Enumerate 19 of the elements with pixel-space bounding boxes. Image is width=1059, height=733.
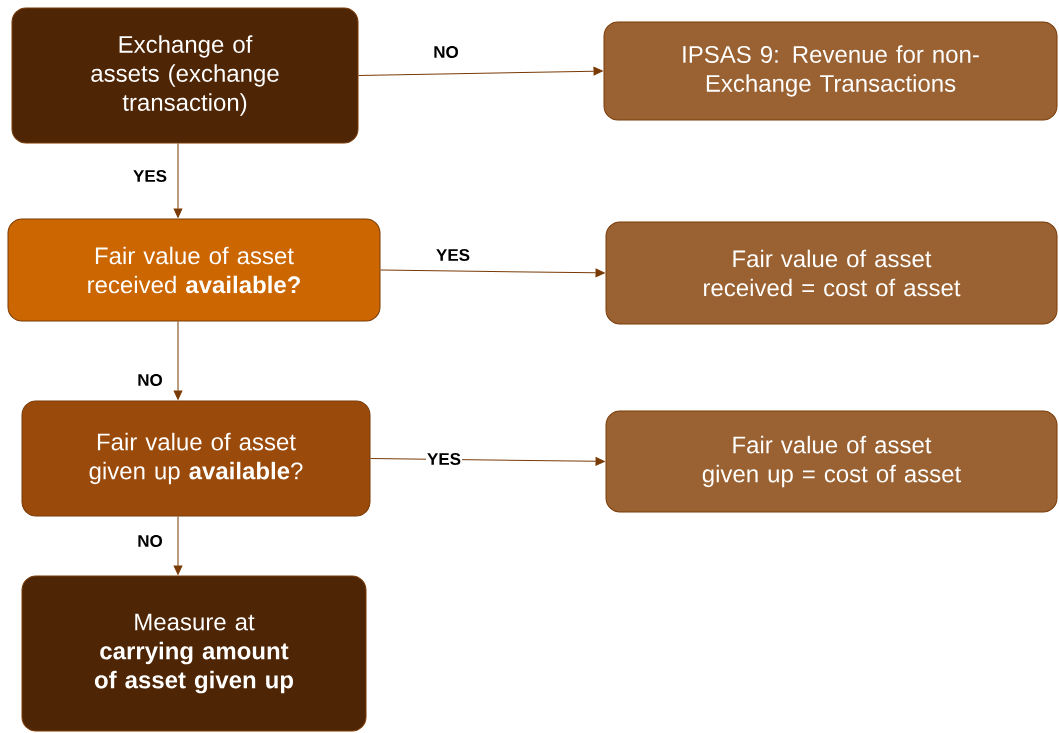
edge-label: YES	[435, 247, 471, 262]
edge-label: YES	[132, 169, 168, 183]
process-box: Fair value of asset received available?	[7, 218, 381, 322]
arrow	[173, 143, 183, 218]
process-box: Fair value of asset received = cost of asset	[605, 221, 1058, 325]
edge-label: NO	[432, 44, 460, 59]
process-box: Measure at carrying amount of asset given up	[21, 575, 367, 732]
arrow	[173, 516, 183, 575]
arrow	[358, 66, 603, 76]
process-box: Exchange of assets (exchange transaction)	[11, 7, 359, 144]
arrow	[370, 457, 605, 466]
process-box: IPSAS 9: Revenue for non-Exchange Transactions	[603, 21, 1058, 121]
process-box: Fair value of asset given up = cost of asset	[605, 410, 1058, 513]
process-box: Fair value of asset given up available?	[21, 400, 371, 517]
edge-label: YES	[426, 452, 462, 466]
arrow	[380, 268, 605, 278]
arrow	[173, 321, 183, 400]
edge-label: NO	[136, 373, 164, 387]
edge-label: NO	[136, 534, 164, 548]
